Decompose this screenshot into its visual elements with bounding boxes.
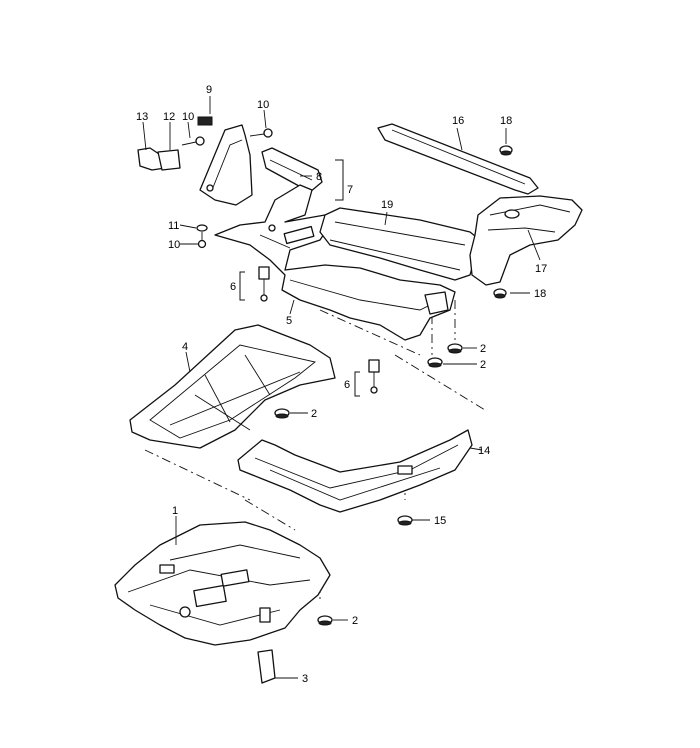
callout-10-top: 10 bbox=[257, 99, 269, 111]
callout-15: 15 bbox=[434, 515, 446, 527]
callout-9: 9 bbox=[206, 84, 212, 96]
callout-7: 7 bbox=[347, 184, 353, 196]
callout-5: 5 bbox=[286, 315, 292, 327]
clip-part-3 bbox=[257, 649, 276, 684]
screw-10-top bbox=[263, 128, 273, 138]
callout-14: 14 bbox=[478, 445, 490, 457]
callout-10-left: 10 bbox=[182, 111, 194, 123]
arch-shield-part-17 bbox=[469, 195, 583, 286]
screw-10-head bbox=[195, 136, 205, 146]
callout-13: 13 bbox=[136, 111, 148, 123]
callout-1: 1 bbox=[172, 505, 178, 517]
screw-10-left bbox=[197, 239, 207, 249]
callout-2-right-b: 2 bbox=[480, 359, 486, 371]
center-shield-part-5 bbox=[214, 184, 456, 341]
callout-12: 12 bbox=[163, 111, 175, 123]
callout-10-bottom: 10 bbox=[168, 239, 180, 251]
callout-16: 16 bbox=[452, 115, 464, 127]
callout-19: 19 bbox=[381, 199, 393, 211]
callout-6-lower: 6 bbox=[344, 379, 350, 391]
clip-9 bbox=[197, 116, 213, 126]
bracket-part-8 bbox=[261, 147, 323, 193]
callout-2-bottom: 2 bbox=[352, 615, 358, 627]
callout-18-top: 18 bbox=[500, 115, 512, 127]
clip-6-lower bbox=[368, 359, 380, 373]
washer-11 bbox=[196, 224, 208, 232]
callouts: 9 10 10 12 13 8 7 11 10 19 16 18 17 18 6… bbox=[136, 84, 547, 685]
callout-8: 8 bbox=[316, 171, 322, 183]
main-under-shield-part-1 bbox=[114, 521, 331, 646]
callout-18-bottom: 18 bbox=[534, 288, 546, 300]
callout-4: 4 bbox=[182, 341, 188, 353]
callout-6-upper: 6 bbox=[230, 281, 236, 293]
callout-2-tray: 2 bbox=[311, 408, 317, 420]
callout-11: 11 bbox=[168, 220, 179, 232]
group-brackets bbox=[239, 159, 360, 397]
upper-plate-part-19 bbox=[319, 207, 481, 281]
lattice-tray-part-4 bbox=[129, 324, 336, 449]
fasteners bbox=[196, 145, 513, 684]
long-rail-part-16 bbox=[377, 123, 539, 195]
callout-17: 17 bbox=[535, 263, 547, 275]
clip-6-upper bbox=[258, 266, 270, 280]
lower-frame-part-14 bbox=[237, 429, 473, 513]
callout-2-right-a: 2 bbox=[480, 343, 486, 355]
side-bracket-part bbox=[137, 116, 273, 206]
leader-lines bbox=[142, 96, 541, 679]
callout-3: 3 bbox=[302, 673, 308, 685]
